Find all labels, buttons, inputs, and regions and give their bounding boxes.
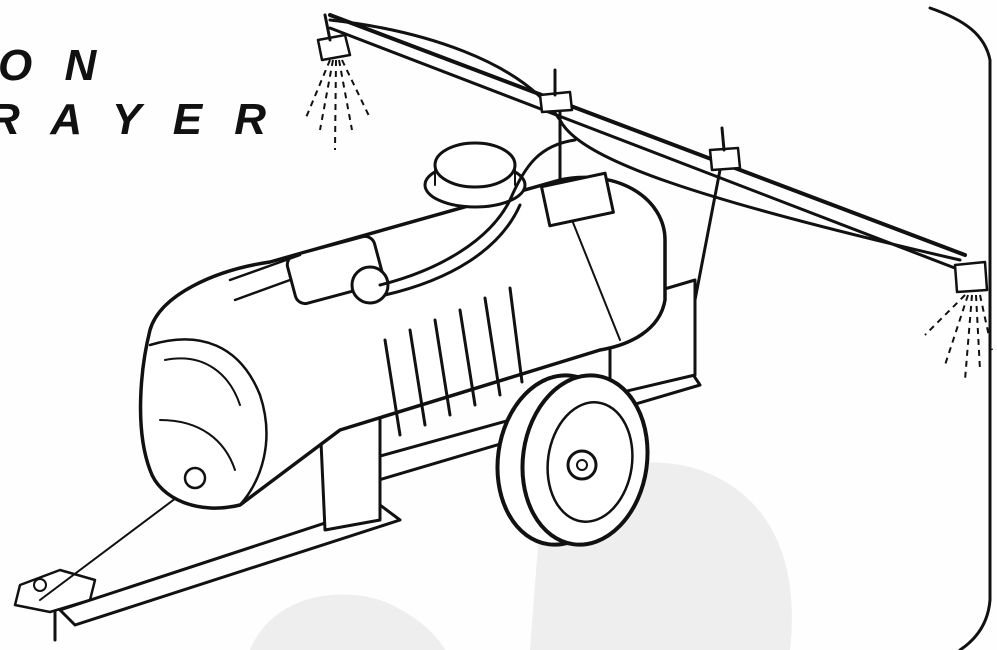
pump-assembly bbox=[228, 171, 615, 306]
tank-lid bbox=[423, 141, 527, 209]
nozzle-mid-right bbox=[708, 126, 742, 172]
tow-hitch bbox=[13, 479, 402, 642]
wheel bbox=[495, 373, 650, 547]
nozzle-left bbox=[304, 13, 371, 151]
hoses bbox=[378, 138, 577, 297]
page-frame-edge bbox=[928, 6, 992, 650]
tank bbox=[138, 175, 667, 510]
nozzle-right bbox=[924, 260, 993, 381]
document-title-line-1: O N bbox=[0, 41, 107, 90]
nozzle-center bbox=[538, 68, 574, 114]
document-title-line-2: R A Y E R bbox=[0, 95, 277, 144]
spray-boom bbox=[328, 13, 967, 302]
